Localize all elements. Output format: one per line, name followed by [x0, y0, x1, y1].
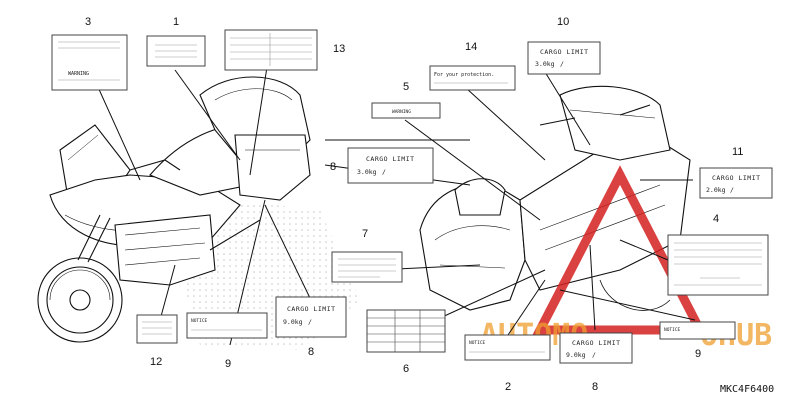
- label-9b: NOTICE: [659, 321, 736, 340]
- label-11-title: CARGO LIMIT: [712, 174, 761, 182]
- label-9a: NOTICE: [186, 312, 268, 339]
- callout-12: 12: [150, 356, 162, 368]
- motorcycle-right: [419, 85, 691, 311]
- label-8c: CARGO LIMIT 9.0kg /: [559, 332, 633, 364]
- label-10-value: 3.0kg: [535, 60, 555, 68]
- label-7: [331, 251, 403, 283]
- label-8c-title: CARGO LIMIT: [572, 339, 621, 347]
- callout-2: 2: [505, 381, 511, 393]
- label-3-warning: WARNING: [68, 71, 89, 77]
- label-14: For your protection.: [429, 65, 516, 91]
- callout-10: 10: [557, 16, 569, 28]
- label-8a-slash: /: [382, 168, 386, 176]
- label-13: [224, 29, 318, 71]
- callout-4: 4: [713, 213, 719, 225]
- label-5: WARNING: [371, 102, 441, 119]
- label-8b-title: CARGO LIMIT: [287, 305, 336, 313]
- label-8a: CARGO LIMIT 3.0kg /: [347, 147, 434, 184]
- label-8a-title: CARGO LIMIT: [366, 155, 415, 163]
- label-2-notice: NOTICE: [469, 340, 486, 346]
- watermark-triangle: [532, 165, 708, 335]
- label-8c-slash: /: [592, 351, 596, 359]
- callout-8-mid: 8: [308, 346, 314, 358]
- label-2: NOTICE: [464, 334, 551, 361]
- callout-5: 5: [403, 81, 409, 93]
- callout-9-right: 9: [695, 348, 701, 360]
- callout-1: 1: [173, 16, 179, 28]
- label-8b: CARGO LIMIT 9.0kg /: [275, 296, 347, 338]
- label-10: CARGO LIMIT 3.0kg /: [527, 41, 601, 75]
- callout-6: 6: [403, 363, 409, 375]
- callout-13: 13: [333, 43, 345, 55]
- callout-8-bottom: 8: [592, 381, 598, 393]
- callout-14: 14: [465, 41, 477, 53]
- label-14-text: For your protection.: [434, 72, 494, 78]
- callout-3: 3: [85, 16, 91, 28]
- callout-8-top: 8: [330, 161, 336, 173]
- diagram-code: MKC4F6400: [720, 384, 774, 395]
- label-10-title: CARGO LIMIT: [540, 48, 589, 56]
- label-11-slash: /: [730, 186, 734, 194]
- callout-9-left: 9: [225, 358, 231, 370]
- motorcycle-left: [37, 76, 311, 343]
- label-4: [667, 234, 769, 296]
- label-1: [146, 35, 206, 67]
- label-8a-value: 3.0kg: [357, 168, 377, 176]
- label-9a-notice: NOTICE: [191, 318, 208, 324]
- label-9b-notice: NOTICE: [664, 327, 681, 333]
- label-10-slash: /: [560, 60, 564, 68]
- callout-7: 7: [362, 228, 368, 240]
- label-11-value: 2.0kg: [706, 186, 726, 194]
- label-5-warning: WARNING: [392, 109, 411, 115]
- callout-11: 11: [732, 146, 743, 158]
- label-12: [136, 314, 178, 344]
- callout-numbers: 1 2 3 4 5 6 7 8 8 8 9 9 10 11 12 13 14: [85, 16, 743, 393]
- label-8b-value: 9.0kg: [283, 318, 303, 326]
- label-11: CARGO LIMIT 2.0kg /: [699, 167, 773, 199]
- label-8c-value: 9.0kg: [566, 351, 586, 359]
- label-6: [366, 309, 446, 353]
- label-3: WARNING: [51, 34, 128, 91]
- label-8b-slash: /: [308, 318, 312, 326]
